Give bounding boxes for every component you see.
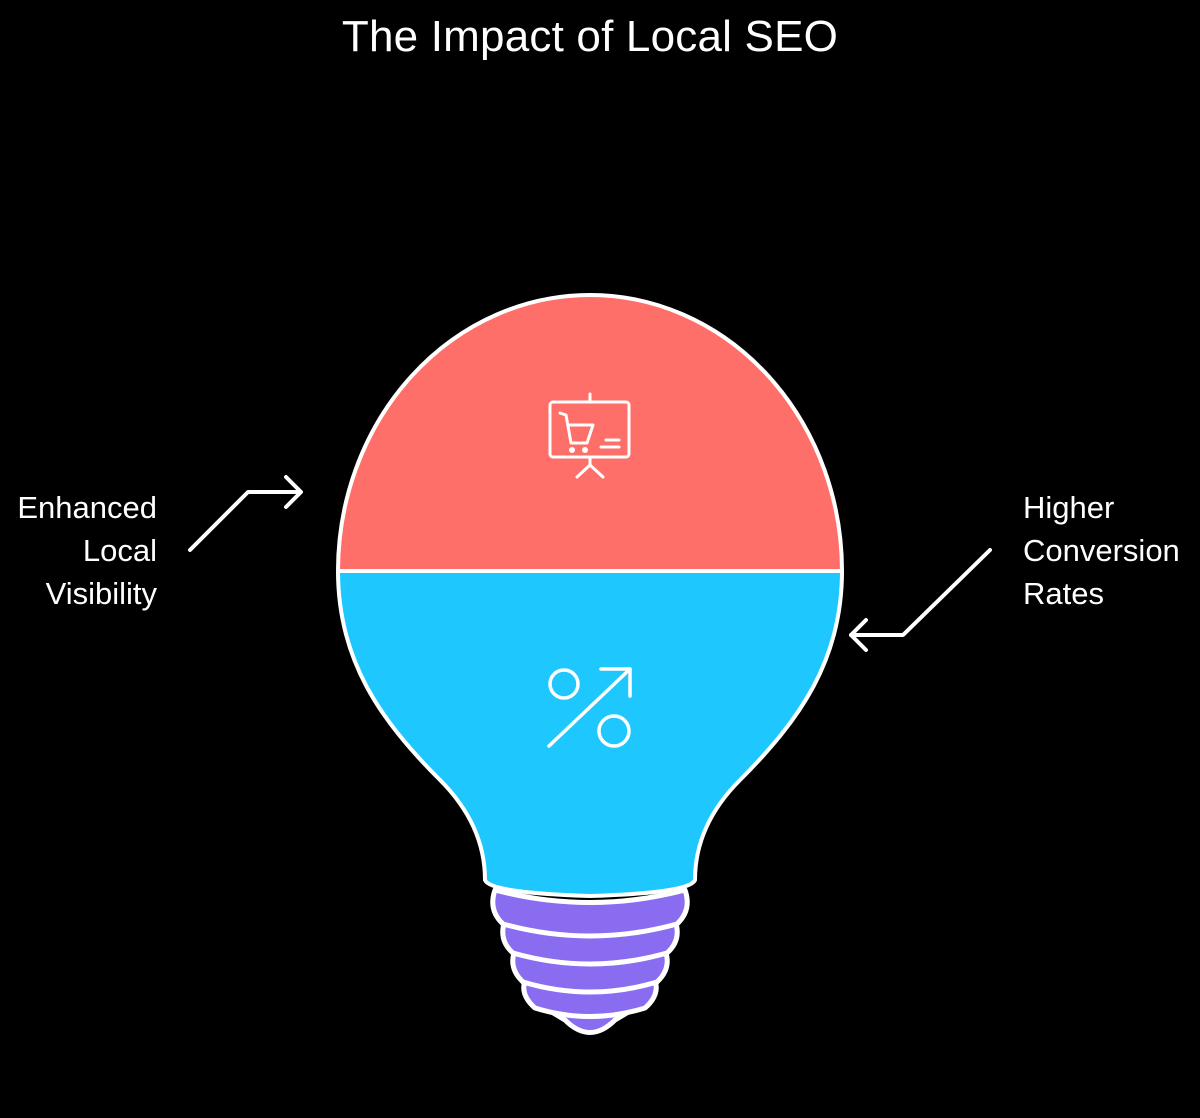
- arrow-left-label-pointer: [188, 475, 303, 552]
- label-higher-conversion-rates: Higher Conversion Rates: [1023, 486, 1200, 615]
- bulb-base: [490, 887, 690, 1035]
- label-line: Enhanced: [17, 490, 157, 525]
- label-line: Conversion: [1023, 533, 1180, 568]
- label-line: Visibility: [45, 576, 157, 611]
- arrow-right-label-pointer: [849, 548, 992, 652]
- label-enhanced-local-visibility: Enhanced Local Visibility: [0, 486, 157, 615]
- label-line: Higher: [1023, 490, 1115, 525]
- label-line: Local: [82, 533, 157, 568]
- diagram-title: The Impact of Local SEO: [341, 12, 839, 61]
- bulb-bottom-section: [336, 569, 844, 898]
- shopping-cart-presentation-icon: [548, 392, 631, 479]
- percent-up-arrow-icon: [547, 667, 632, 748]
- label-line: Rates: [1023, 576, 1104, 611]
